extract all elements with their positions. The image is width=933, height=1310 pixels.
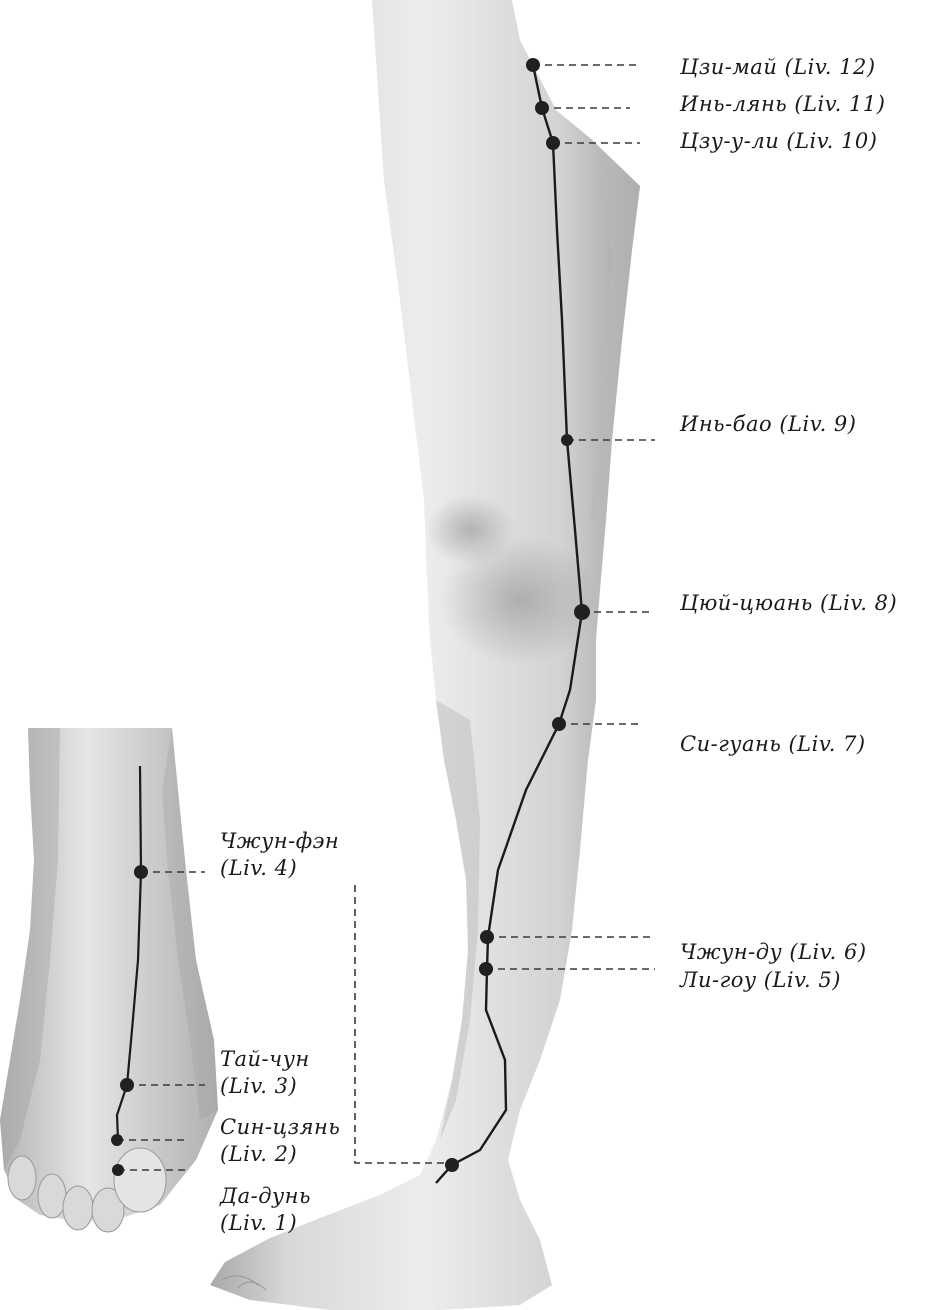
point-liv5	[479, 962, 493, 976]
label-liv3-code: (Liv. 3)	[220, 1073, 310, 1100]
label-liv12-code: (Liv. 12)	[785, 55, 876, 79]
point-liv12	[526, 58, 540, 72]
label-liv4-code: (Liv. 4)	[220, 855, 339, 882]
point-liv6	[480, 930, 494, 944]
point-liv3	[120, 1078, 134, 1092]
point-liv11	[535, 101, 549, 115]
label-liv6: Чжун-ду (Liv. 6)	[680, 939, 867, 966]
label-liv10: Цзу-у-ли (Liv. 10)	[680, 128, 877, 155]
label-liv12: Цзи-май (Liv. 12)	[680, 54, 876, 81]
label-liv11-name: Инь-лянь	[680, 92, 787, 116]
point-liv4	[134, 865, 148, 879]
label-liv7-name: Си-гуань	[680, 732, 781, 756]
label-liv2: Син-цзянь (Liv. 2)	[220, 1114, 340, 1168]
label-liv4: Чжун-фэн (Liv. 4)	[220, 828, 339, 882]
point-liv1	[112, 1164, 124, 1176]
label-liv5: Ли-гоу (Liv. 5)	[680, 967, 841, 994]
label-liv11-code: (Liv. 11)	[794, 92, 885, 116]
knee-shadow-2	[425, 495, 515, 565]
label-liv4-name: Чжун-фэн	[220, 828, 339, 855]
label-liv3: Тай-чун (Liv. 3)	[220, 1046, 310, 1100]
label-liv9-code: (Liv. 9)	[779, 412, 856, 436]
label-liv1: Да-дунь (Liv. 1)	[220, 1183, 311, 1237]
point-liv4-leg	[445, 1158, 459, 1172]
label-liv8-name: Цюй-цюань	[680, 591, 813, 615]
label-liv10-name: Цзу-у-ли	[680, 129, 779, 153]
label-liv2-name: Син-цзянь	[220, 1114, 340, 1141]
label-liv9-name: Инь-бао	[680, 412, 772, 436]
point-liv9	[561, 434, 573, 446]
point-liv8	[574, 604, 590, 620]
point-liv10	[546, 136, 560, 150]
label-liv8-code: (Liv. 8)	[820, 591, 897, 615]
label-liv11: Инь-лянь (Liv. 11)	[680, 91, 885, 118]
label-liv6-code: (Liv. 6)	[789, 940, 866, 964]
label-liv6-name: Чжун-ду	[680, 940, 782, 964]
point-liv2	[111, 1134, 123, 1146]
label-liv5-name: Ли-гоу	[680, 968, 757, 992]
label-liv1-code: (Liv. 1)	[220, 1210, 311, 1237]
label-liv5-code: (Liv. 5)	[764, 968, 841, 992]
label-liv10-code: (Liv. 10)	[786, 129, 877, 153]
label-liv1-name: Да-дунь	[220, 1183, 311, 1210]
label-liv12-name: Цзи-май	[680, 55, 777, 79]
label-liv3-name: Тай-чун	[220, 1046, 310, 1073]
label-liv9: Инь-бао (Liv. 9)	[680, 411, 856, 438]
label-liv8: Цюй-цюань (Liv. 8)	[680, 590, 897, 617]
label-liv7: Си-гуань (Liv. 7)	[680, 731, 866, 758]
label-liv2-code: (Liv. 2)	[220, 1141, 340, 1168]
label-liv7-code: (Liv. 7)	[788, 732, 865, 756]
point-liv7	[552, 717, 566, 731]
